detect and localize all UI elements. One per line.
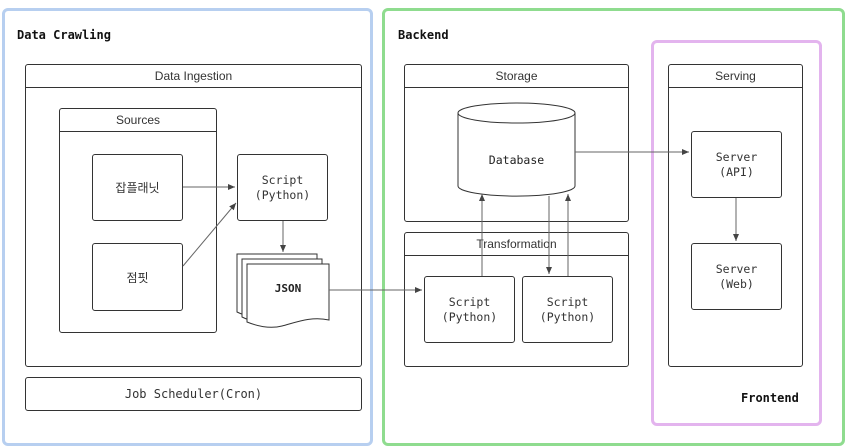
- transform-script-1-node: Script (Python): [424, 276, 515, 343]
- database-label: Database: [488, 153, 545, 167]
- backend-title: Backend: [398, 28, 449, 42]
- source-jumpit: 점핏: [92, 243, 183, 311]
- arrow-source2-to-script: [182, 202, 237, 267]
- data-ingestion-header: Data Ingestion: [26, 65, 361, 88]
- frontend-region: [651, 40, 822, 426]
- backend-region: [382, 8, 845, 446]
- frontend-title: Frontend: [741, 391, 799, 405]
- crawl-script-node: Script (Python): [237, 154, 328, 221]
- source-jobplanet: 잡플래닛: [92, 154, 183, 221]
- transformation-header: Transformation: [405, 233, 628, 256]
- transform-script-2-node: Script (Python): [522, 276, 613, 343]
- serving-header: Serving: [669, 65, 802, 88]
- data-crawling-region: [2, 8, 373, 446]
- json-label: JSON: [274, 282, 302, 295]
- server-web-node: Server (Web): [691, 243, 782, 310]
- sources-header: Sources: [60, 109, 216, 132]
- server-api-node: Server (API): [691, 131, 782, 198]
- job-scheduler-node: Job Scheduler(Cron): [25, 377, 362, 411]
- storage-header: Storage: [405, 65, 628, 88]
- data-crawling-title: Data Crawling: [17, 28, 111, 42]
